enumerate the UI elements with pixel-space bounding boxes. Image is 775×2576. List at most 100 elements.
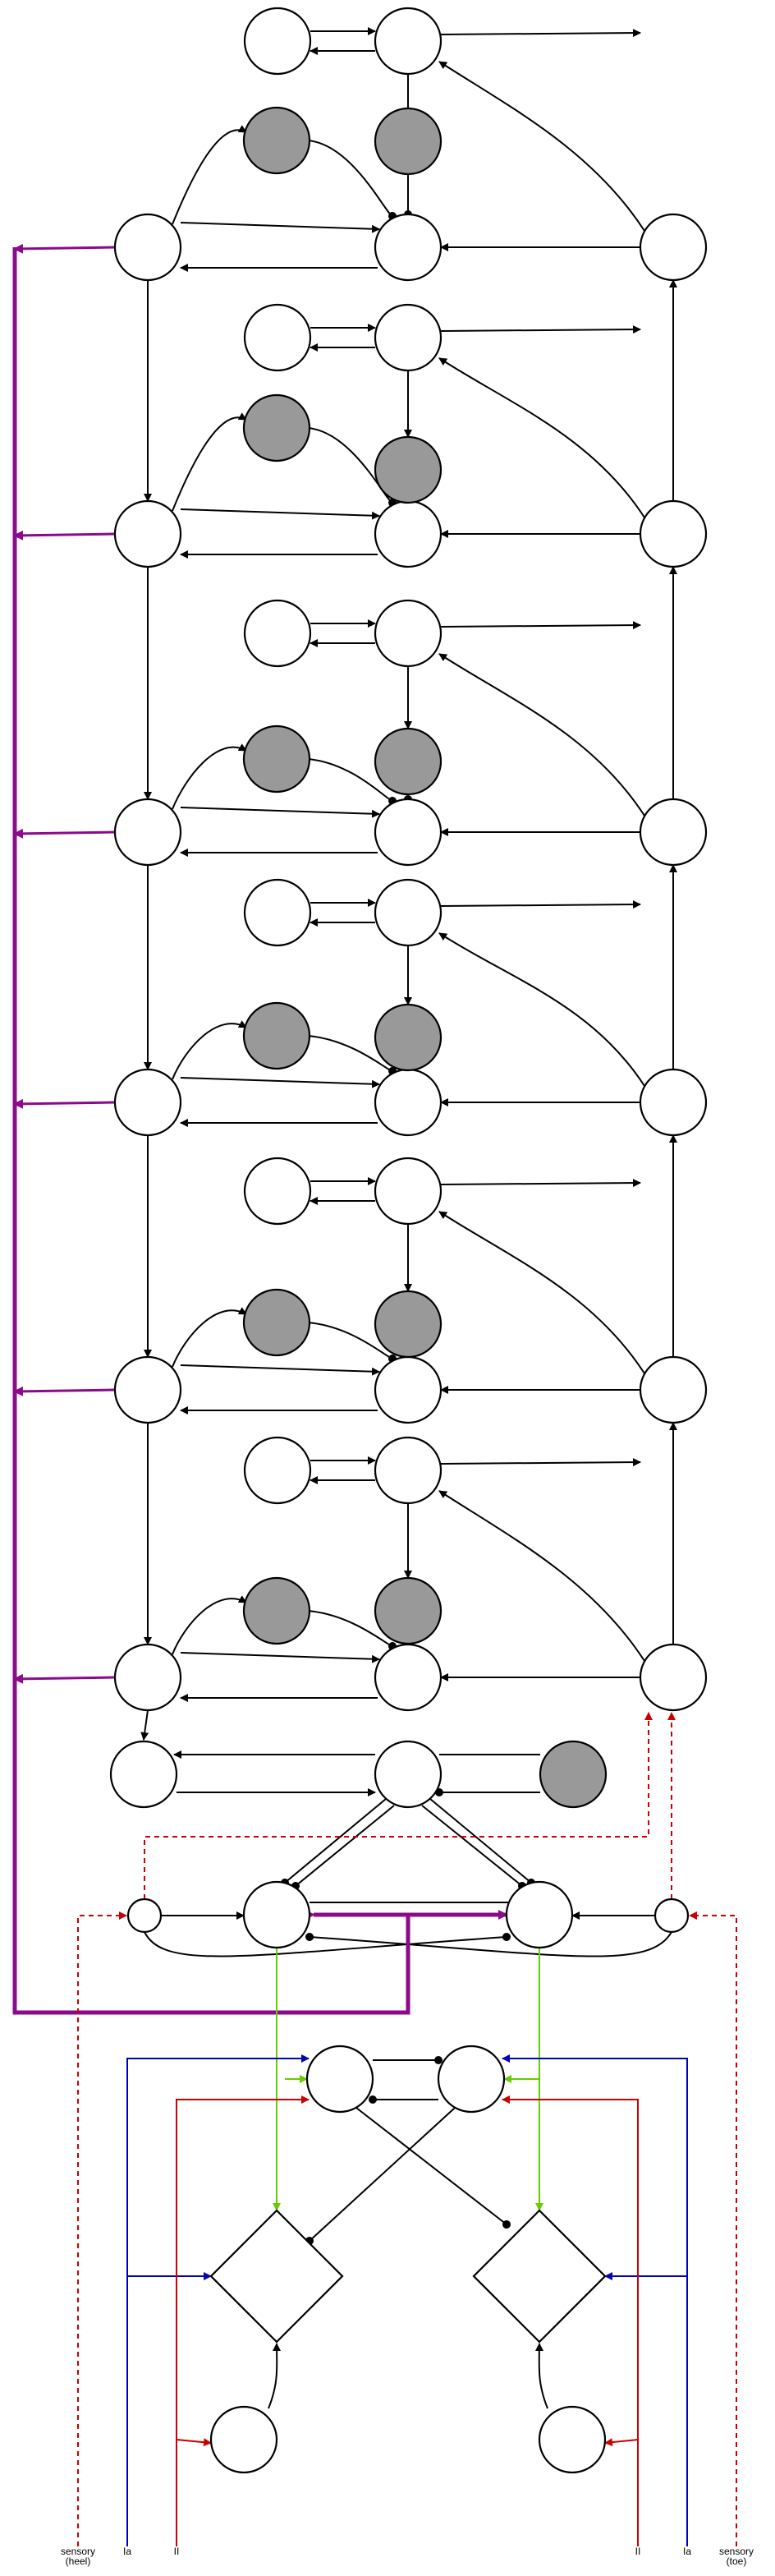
- ia-interneuron-left: [305, 2045, 374, 2114]
- edge-70: [438, 1490, 645, 1662]
- edge-65: [172, 1595, 247, 1655]
- edge-17: [172, 412, 247, 512]
- edge-27: [180, 807, 380, 818]
- bottom-label-sensory-heel-line-2: (heel): [66, 2555, 91, 2567]
- edges: [12, 27, 737, 2546]
- module-3-left-node: [113, 798, 182, 867]
- edge-3: [180, 222, 380, 233]
- module-4-center-node: [374, 1068, 443, 1137]
- edge-94: [305, 1931, 672, 1957]
- edge-53: [172, 1307, 247, 1368]
- module-6-upper-gray-node: [242, 1576, 311, 1645]
- edge-46: [438, 932, 645, 1087]
- edge-57: [440, 1179, 641, 1188]
- edge-30: [307, 758, 397, 805]
- module-4-upper-gray-node: [242, 1001, 311, 1070]
- edge-90: [421, 1805, 526, 1890]
- edge-15: [180, 508, 380, 520]
- bottom-label-ii-right: II: [635, 2546, 641, 2557]
- module-4-pair-left-node: [243, 878, 312, 947]
- edge-6: [307, 140, 397, 220]
- module-2-left-node: [113, 499, 182, 568]
- module-2-pair-right-node: [374, 303, 443, 372]
- module-2-pair-gray-node: [374, 435, 443, 504]
- bottom-gray-node: [539, 1740, 608, 1809]
- ii-interneuron-right: [538, 2405, 607, 2474]
- module-6-pair-right-node: [374, 1436, 443, 1505]
- edge-51: [180, 1364, 380, 1376]
- module-4-right-node: [639, 1068, 708, 1137]
- bottom-label-ia-left: Ia: [123, 2546, 131, 2557]
- module-2-right-node: [639, 499, 708, 568]
- edge-9: [440, 29, 641, 38]
- afferent-left-small: [126, 1898, 163, 1934]
- afferent-right-small: [653, 1898, 690, 1934]
- mn-e-motoneuron: [209, 2209, 344, 2344]
- edge-82: [140, 1709, 149, 1741]
- edge-10: [438, 61, 645, 232]
- bottom-label-sensory-toe-line-2: (toe): [727, 2555, 747, 2567]
- edge-111: [126, 2054, 310, 2546]
- edge-22: [438, 357, 645, 518]
- edge-29: [172, 743, 247, 810]
- mn-f-motoneuron: [472, 2209, 607, 2344]
- module-2-upper-gray-node: [242, 393, 311, 462]
- module-5-right-node: [639, 1355, 708, 1424]
- edge-33: [440, 621, 641, 630]
- module-1-pair-right-node: [374, 7, 443, 76]
- flexor-half-center-right: [505, 1880, 574, 1949]
- module-5-pair-gray-node: [374, 1290, 443, 1359]
- edge-21: [440, 325, 641, 334]
- edge-45: [440, 900, 641, 909]
- edge-103: [305, 2107, 456, 2245]
- edge-105: [534, 2343, 548, 2409]
- bottom-left-node: [109, 1740, 178, 1809]
- module-1-pair-gray-node: [374, 107, 443, 176]
- module-4-pair-right-node: [374, 878, 443, 947]
- edge-116: [176, 2438, 212, 2447]
- module-3-pair-gray-node: [374, 727, 443, 796]
- edge-66: [307, 1610, 397, 1650]
- edge-35: [13, 828, 116, 839]
- edge-89: [429, 1798, 535, 1887]
- module-3-center-node: [374, 798, 443, 867]
- edge-113: [502, 2054, 688, 2546]
- bottom-label-sensory-heel-line-1: sensory: [61, 2546, 95, 2557]
- edge-97: [12, 247, 410, 2015]
- edge-63: [180, 1652, 380, 1663]
- module-3-upper-gray-node: [242, 724, 311, 794]
- module-4-left-node: [113, 1068, 182, 1137]
- edge-34: [438, 653, 645, 816]
- edge-5: [172, 125, 247, 225]
- edge-11: [13, 243, 116, 254]
- edge-102: [355, 2107, 511, 2229]
- edge-42: [307, 1035, 397, 1075]
- edge-93: [144, 1931, 511, 1957]
- module-6-left-node: [113, 1643, 182, 1712]
- module-5-center-node: [374, 1355, 443, 1424]
- edge-69: [440, 1458, 641, 1467]
- bottom-label-ia-right: Ia: [683, 2546, 691, 2557]
- bottom-label-ii-left: II: [174, 2546, 180, 2557]
- bottom-center-node: [374, 1740, 443, 1809]
- edge-71: [13, 1673, 116, 1684]
- edge-120: [689, 1911, 737, 2546]
- edge-58: [438, 1211, 645, 1374]
- bottom-label-sensory-toe-line-1: sensory: [719, 2546, 754, 2557]
- module-6-right-node: [639, 1643, 708, 1712]
- module-3-pair-right-node: [374, 599, 443, 668]
- module-1-upper-gray-node: [242, 106, 311, 175]
- ii-interneuron-left: [209, 2405, 278, 2474]
- module-3-pair-left-node: [243, 599, 312, 668]
- module-6-pair-left-node: [243, 1436, 312, 1505]
- module-1-right-node: [639, 213, 708, 282]
- module-6-pair-gray-node: [374, 1576, 443, 1645]
- module-1-center-node: [374, 213, 443, 282]
- edge-118: [604, 2438, 639, 2447]
- nodes: [109, 7, 708, 2474]
- module-1-left-node: [113, 213, 182, 282]
- module-5-left-node: [113, 1355, 182, 1424]
- module-3-right-node: [639, 798, 708, 867]
